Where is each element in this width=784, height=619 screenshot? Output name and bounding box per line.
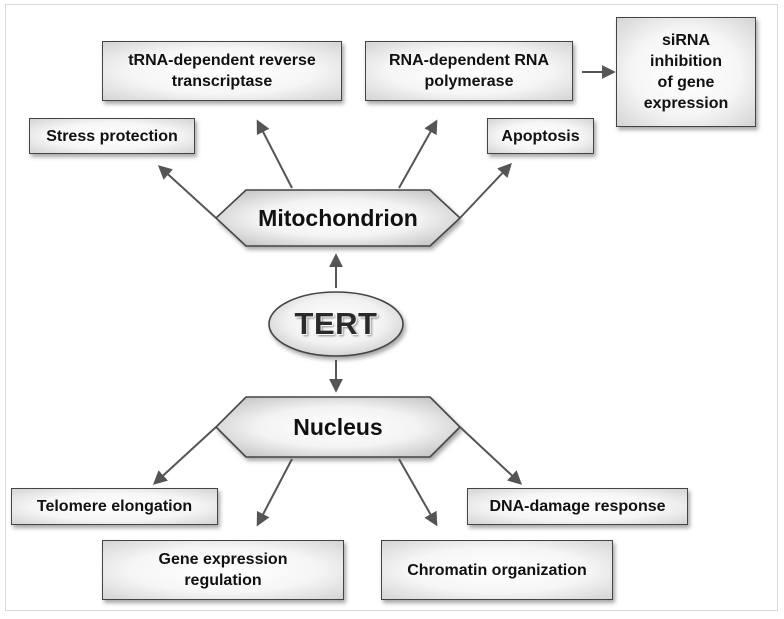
arrow-mito-to-trna-rt — [256, 119, 293, 189]
sirna-inhibition-box: siRNA inhibition of gene expression — [616, 17, 756, 127]
gene-expression-regulation-label: Gene expression regulation — [158, 551, 288, 589]
sirna-inhibition-label: siRNA inhibition of gene expression — [643, 32, 729, 112]
telomere-elongation-box: Telomere elongation — [11, 488, 218, 525]
trna-reverse-transcriptase-label: tRNA-dependent reverse transcriptase — [128, 52, 316, 90]
rna-dependent-rna-polymerase-label: RNA-dependent RNA polymerase — [389, 52, 549, 90]
stress-protection-box: Stress protection — [29, 118, 195, 154]
tert-label: TERT — [294, 306, 378, 341]
apoptosis-box: Apoptosis — [487, 118, 594, 154]
dna-damage-response-box: DNA-damage response — [467, 488, 688, 525]
mitochondrion-label: Mitochondrion — [258, 204, 418, 231]
tert-oval — [268, 291, 404, 357]
nucleus-label: Nucleus — [293, 413, 383, 440]
arrow-nucleus-to-gene-regulation — [256, 458, 293, 527]
arrow-mito-to-stress — [157, 165, 217, 219]
arrow-mito-to-rdrp — [398, 119, 438, 189]
gene-expression-regulation-box: Gene expression regulation — [102, 540, 344, 600]
arrow-nucleus-to-dna-damage — [459, 426, 523, 485]
arrow-nucleus-to-chromatin — [398, 458, 438, 527]
telomere-elongation-label: Telomere elongation — [36, 498, 193, 515]
chromatin-organization-label: Chromatin organization — [407, 561, 587, 579]
trna-reverse-transcriptase-box: tRNA-dependent reverse transcriptase — [102, 41, 342, 101]
dna-damage-response-label: DNA-damage response — [489, 498, 666, 515]
apoptosis-label: Apoptosis — [501, 127, 580, 145]
rna-dependent-rna-polymerase-box: RNA-dependent RNA polymerase — [365, 41, 573, 101]
arrow-nucleus-to-telomere — [152, 426, 217, 485]
stress-protection-label: Stress protection — [46, 127, 178, 145]
arrow-mito-to-apoptosis — [459, 162, 512, 219]
chromatin-organization-box: Chromatin organization — [381, 540, 613, 600]
